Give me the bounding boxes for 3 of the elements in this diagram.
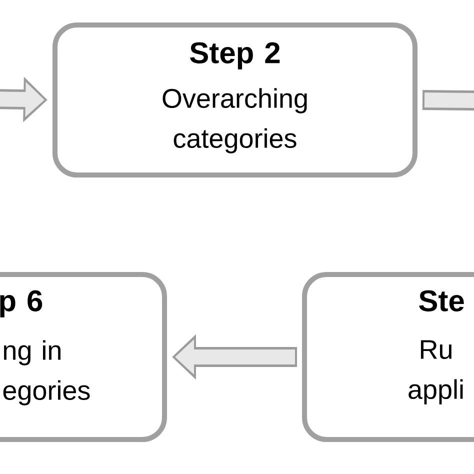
step-box: Step 2 Overarching categories (52, 22, 418, 178)
step-box: Ste Ru appli (302, 272, 474, 442)
step-box: p 6 ng in egories (0, 272, 167, 442)
